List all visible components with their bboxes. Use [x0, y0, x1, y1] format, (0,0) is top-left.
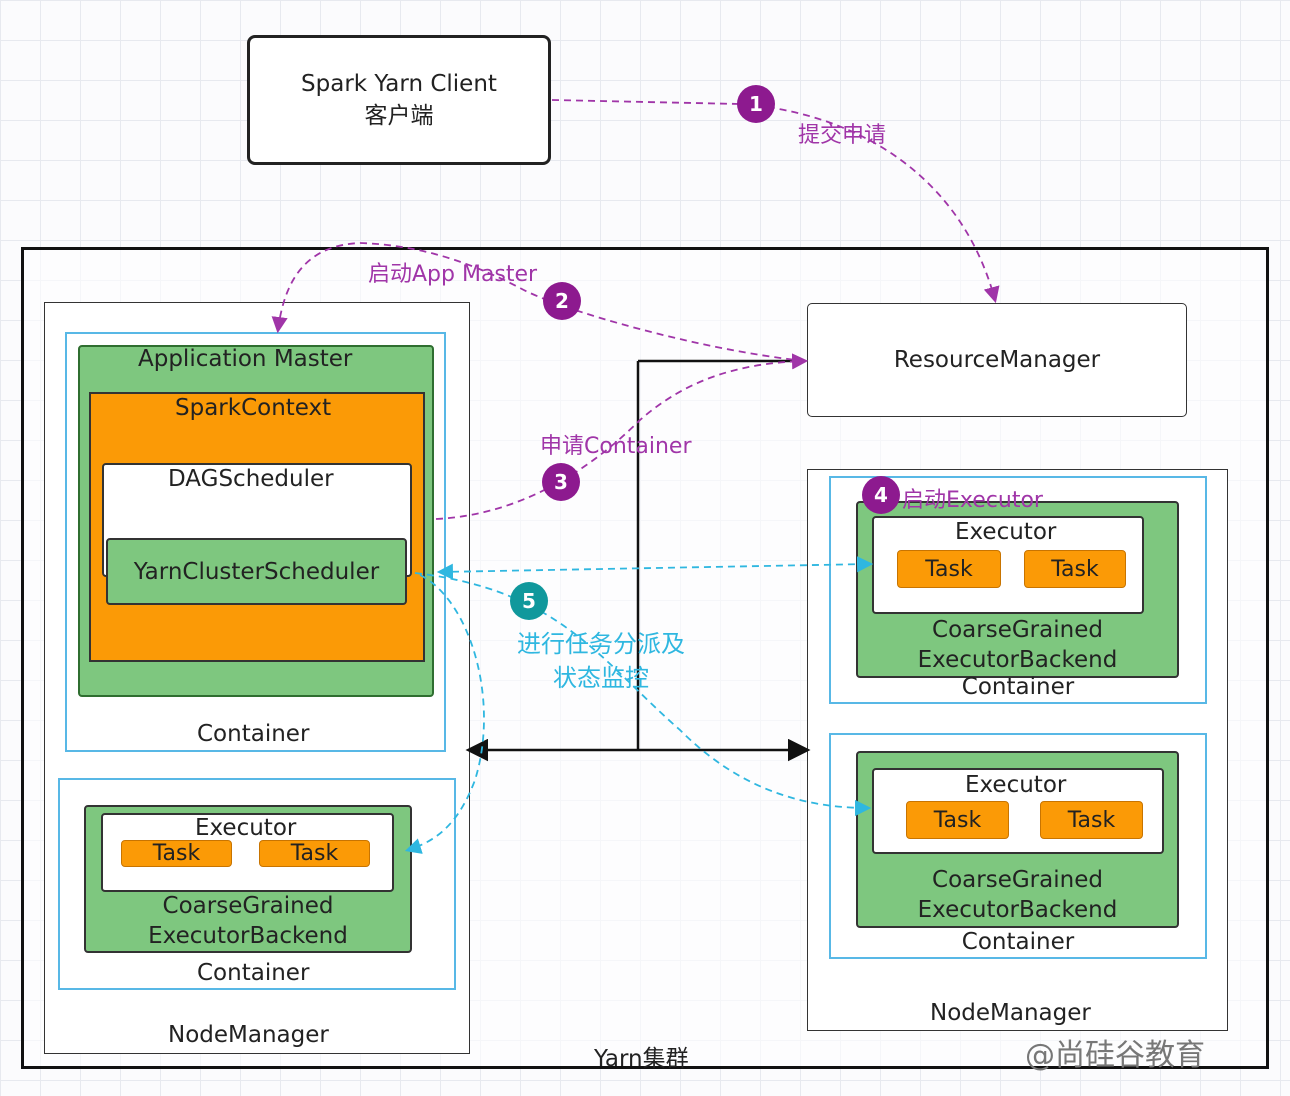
- step1-label: 提交申请: [798, 123, 887, 148]
- right-executor-2-label: Executor: [965, 772, 1067, 798]
- client-subtitle: 客户端: [364, 103, 434, 129]
- right-node-manager-label: NodeManager: [930, 1000, 1091, 1026]
- resource-manager-label: ResourceManager: [893, 347, 1101, 373]
- left-exec-container-label: Container: [197, 960, 310, 986]
- left-backend-line1: CoarseGrained: [162, 893, 334, 919]
- step5-badge: 5: [510, 582, 548, 620]
- step2-badge: 2: [543, 282, 581, 320]
- application-master-label: Application Master: [138, 346, 353, 372]
- step4-badge: 4: [862, 476, 900, 514]
- yarn-cluster-label: Yarn集群: [594, 1046, 689, 1072]
- left-task-1: Task: [121, 840, 232, 867]
- left-backend-line2: ExecutorBackend: [148, 923, 348, 949]
- step2-label: 启动App Master: [368, 262, 538, 287]
- yarn-cluster-scheduler-label: YarnClusterScheduler: [133, 558, 380, 585]
- right-container-1-label: Container: [961, 674, 1075, 700]
- left-task-2: Task: [259, 840, 370, 867]
- right2-backend-line1: CoarseGrained: [932, 867, 1103, 893]
- step3-badge: 3: [542, 463, 580, 501]
- dag-scheduler-label: DAGScheduler: [168, 466, 334, 492]
- right2-task-2: Task: [1040, 801, 1143, 839]
- right1-task-1: Task: [897, 550, 1001, 588]
- step3-label: 申请Container: [540, 434, 692, 459]
- left-executor-label: Executor: [195, 815, 297, 841]
- left-node-manager-label: NodeManager: [168, 1022, 329, 1048]
- yarn-cluster-scheduler: YarnClusterScheduler: [106, 538, 407, 605]
- right1-task-2: Task: [1024, 550, 1126, 588]
- right2-task-1: Task: [906, 801, 1009, 839]
- step1-badge: 1: [737, 85, 775, 123]
- right-container-2-label: Container: [961, 929, 1075, 955]
- client-title: Spark Yarn Client: [301, 71, 497, 97]
- am-container-label: Container: [197, 721, 310, 747]
- step5-label-line2: 状态监控: [553, 664, 649, 692]
- spark-yarn-client-box: Spark Yarn Client 客户端: [247, 35, 551, 165]
- right2-backend-line2: ExecutorBackend: [917, 897, 1118, 923]
- spark-context-label: SparkContext: [175, 395, 332, 421]
- step5-label-line1: 进行任务分派及: [517, 630, 685, 658]
- step4-label: 启动Executor: [902, 488, 1043, 513]
- watermark-text: @尚硅谷教育: [1025, 1038, 1205, 1073]
- resource-manager: ResourceManager: [807, 303, 1187, 417]
- right-executor-1-label: Executor: [955, 519, 1057, 545]
- right1-backend-line2: ExecutorBackend: [917, 647, 1118, 673]
- right1-backend-line1: CoarseGrained: [932, 617, 1103, 643]
